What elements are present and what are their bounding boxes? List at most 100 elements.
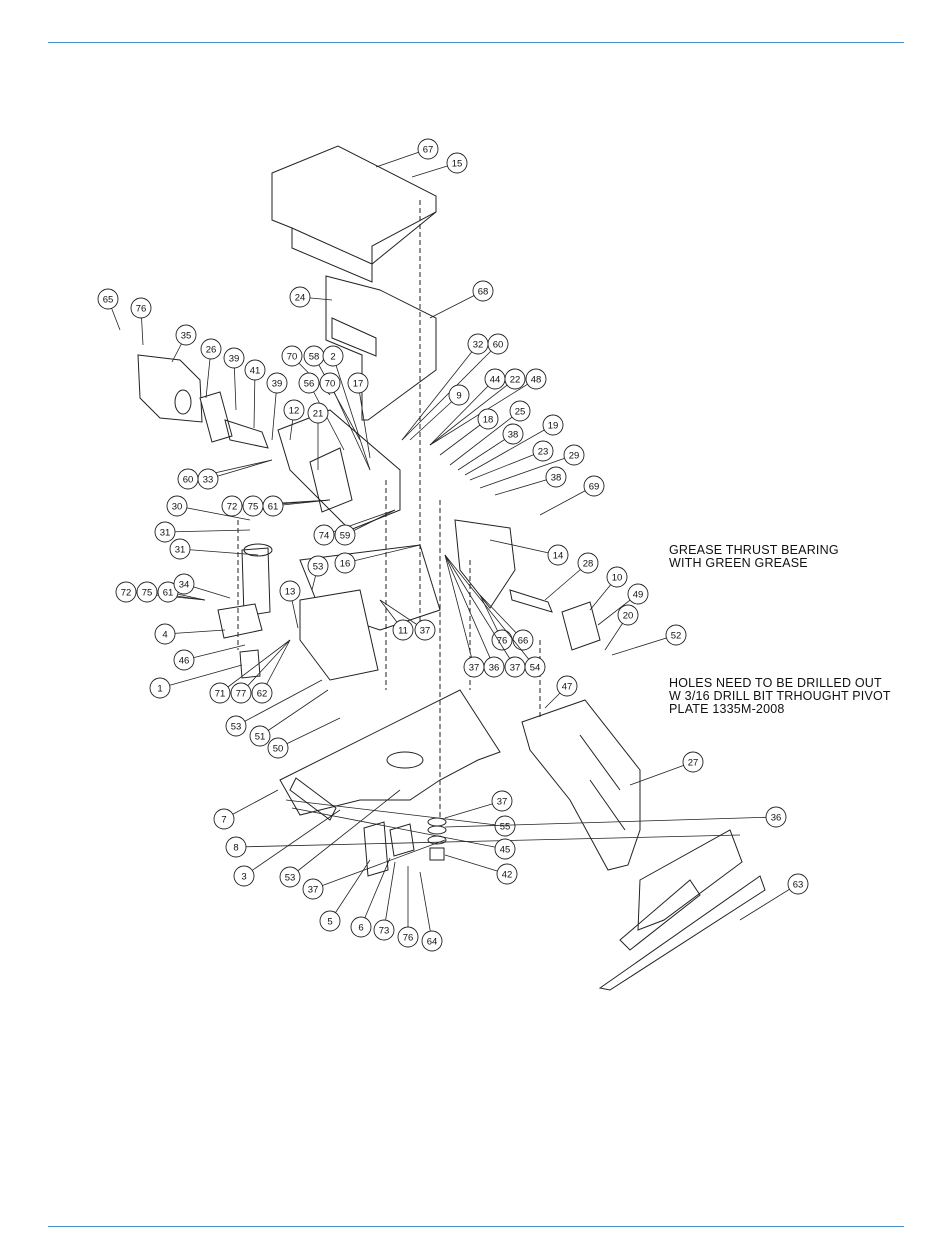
callout-leader <box>469 450 544 481</box>
callout-leader <box>332 355 371 471</box>
bracket-part <box>363 821 389 877</box>
callout-balloon: 9 <box>409 384 470 441</box>
callout-number: 62 <box>257 689 268 700</box>
footer-rule <box>48 1226 904 1227</box>
callout-number: 25 <box>515 407 526 418</box>
callout-balloon: 37 <box>444 790 513 819</box>
part-outlines <box>137 145 766 991</box>
callout-number: 39 <box>272 379 283 390</box>
callout-balloon: 10 <box>589 566 628 611</box>
callout-number: 53 <box>231 722 242 733</box>
callout-balloon: 36 <box>444 554 505 678</box>
callout-leader <box>429 378 496 446</box>
callout-balloon: 17 <box>347 372 371 459</box>
callout-balloon: 63 <box>739 873 809 921</box>
callout-balloon: 5 <box>319 859 371 932</box>
callout-number: 61 <box>163 588 174 599</box>
callout-leader <box>629 761 694 786</box>
callout-balloon: 49 <box>597 583 649 626</box>
callout-leader <box>183 644 246 661</box>
callout-circle <box>448 384 470 406</box>
callout-circle <box>267 737 289 759</box>
callout-number: 67 <box>423 145 434 156</box>
callout-leader <box>176 505 251 521</box>
callout-number: 59 <box>340 531 351 542</box>
callout-number: 34 <box>179 580 190 591</box>
callout-number: 23 <box>538 447 549 458</box>
callout-circle <box>665 624 687 646</box>
base-plate <box>299 589 379 681</box>
callout-circle <box>225 715 247 737</box>
callout-leader <box>444 816 777 828</box>
callout-balloon: 31 <box>154 521 251 543</box>
callout-circle <box>542 414 564 436</box>
callout-number: 24 <box>295 293 306 304</box>
callout-leader <box>329 859 371 922</box>
callout-number: 64 <box>427 937 438 948</box>
callout-circle <box>230 682 252 704</box>
callout-leader <box>611 634 677 656</box>
callout-number: 31 <box>175 545 186 556</box>
callout-balloon: 18 <box>439 408 499 456</box>
callout-balloon: 24 <box>289 286 333 308</box>
callout-leader <box>285 799 506 827</box>
callout-circle <box>200 338 222 360</box>
callout-circle <box>397 926 419 948</box>
callout-balloon: 54 <box>444 554 546 678</box>
callout-leader <box>409 394 460 441</box>
callout-balloon: 53 <box>307 555 329 591</box>
callout-balloon: 59 <box>334 509 396 546</box>
callout-circle <box>249 725 271 747</box>
callout-leader <box>489 539 559 556</box>
bearing-block <box>561 601 601 651</box>
callout-number: 21 <box>313 409 324 420</box>
callout-balloon: 53 <box>279 789 401 888</box>
callout-number: 68 <box>478 287 489 298</box>
callout-leader <box>219 639 291 694</box>
callout-circle <box>223 347 245 369</box>
callout-circle <box>322 345 344 367</box>
callout-circle <box>504 368 526 390</box>
callout-circle <box>414 619 436 641</box>
callout-balloon: 77 <box>230 639 291 704</box>
callout-circle <box>373 919 395 941</box>
callout-number: 38 <box>508 430 519 441</box>
callout-circle <box>115 581 137 603</box>
callout-leader <box>344 544 421 564</box>
callout-number: 28 <box>583 559 594 570</box>
callout-balloon: 31 <box>169 538 259 560</box>
callout-number: 66 <box>518 636 529 647</box>
callout-leader <box>383 861 396 931</box>
callout-balloon: 33 <box>197 459 273 490</box>
callout-balloon: 21 <box>307 402 329 470</box>
callout-circle <box>682 751 704 773</box>
motor-part <box>174 389 192 415</box>
bushing-part <box>239 649 261 679</box>
callout-circle <box>289 286 311 308</box>
callout-circle <box>627 583 649 605</box>
callout-number: 29 <box>569 451 580 462</box>
callout-number: 37 <box>469 663 480 674</box>
callout-balloon: 36 <box>444 806 787 828</box>
callout-balloon: 39 <box>266 372 288 441</box>
callout-number: 76 <box>136 304 147 315</box>
callout-circle <box>169 538 191 560</box>
callout-circle <box>175 324 197 346</box>
callout-number: 71 <box>215 689 226 700</box>
callout-number: 10 <box>612 573 623 584</box>
callout-number: 60 <box>493 340 504 351</box>
callout-circle <box>154 623 176 645</box>
housing-part <box>277 409 401 531</box>
callout-balloon: 38 <box>494 466 567 496</box>
callout-leader <box>259 689 329 737</box>
callout-number: 9 <box>456 391 461 402</box>
callout-circle <box>556 675 578 697</box>
callout-circle <box>313 524 335 546</box>
grease-note-line: GREASE THRUST BEARING <box>669 543 839 557</box>
callout-balloon: 28 <box>544 552 599 601</box>
callout-leader <box>449 410 521 466</box>
frame-part <box>386 751 424 769</box>
callout-balloon: 14 <box>489 539 569 566</box>
callout-leader <box>444 554 495 668</box>
